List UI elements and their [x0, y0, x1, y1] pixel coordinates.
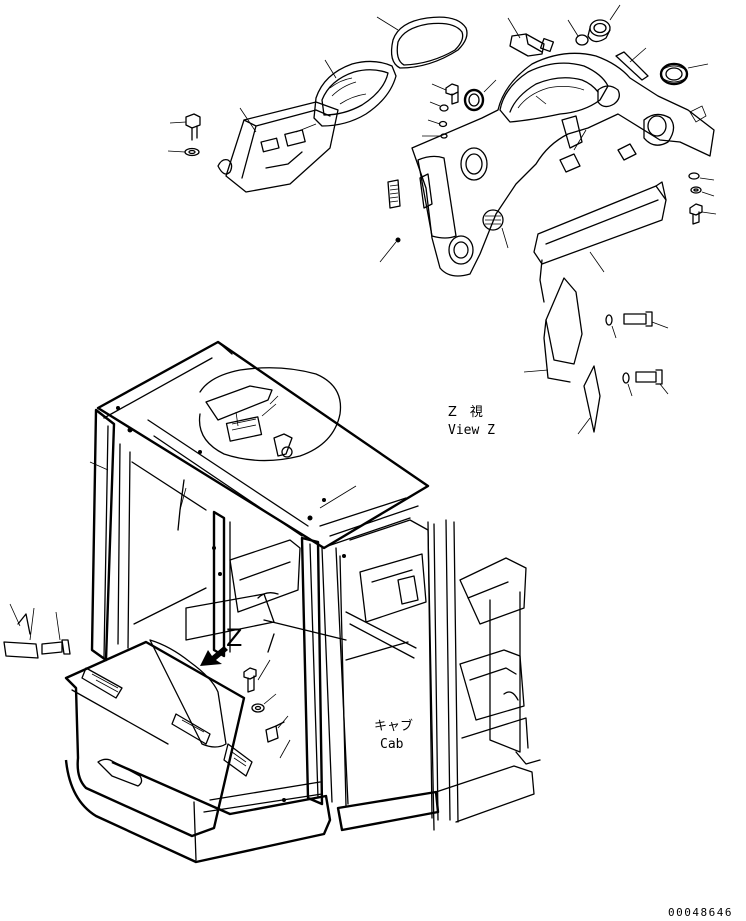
side-switch-strip: [387, 179, 401, 209]
cab-body: [64, 340, 541, 864]
lower-plate: [523, 277, 583, 383]
part-number: 00048646: [668, 906, 733, 919]
cab-label-en: Cab: [380, 737, 404, 752]
view-z-letter: Z: [226, 624, 242, 652]
roof-detail-circle: [198, 367, 342, 462]
nut-console-1: [429, 101, 449, 112]
screw-dash-left: [379, 237, 401, 263]
instrument-cluster: [313, 59, 397, 127]
washer-right-2: [690, 186, 715, 197]
speaker-grille: [482, 209, 509, 249]
washer-interior: [251, 693, 277, 713]
side-cover-panel: [533, 181, 667, 303]
bracket-left: [3, 603, 39, 659]
bolt-upper-left: [169, 113, 201, 141]
bolt-plate-2: [622, 369, 669, 397]
washer-right-1: [688, 172, 715, 181]
nut-console-2: [427, 119, 448, 128]
view-label-jp: Z 視: [448, 405, 483, 420]
switch-knob: [567, 19, 589, 46]
bolt-interior: [243, 659, 271, 693]
switch-long: [615, 47, 649, 81]
view-z-arrow: [200, 646, 228, 666]
console-vent-slot: [419, 173, 433, 209]
bolt-right: [689, 203, 717, 225]
clip-interior: [265, 715, 291, 759]
grommet-top-right: [587, 4, 621, 43]
grommet-console: [463, 79, 497, 112]
bolt-plate-1: [605, 311, 669, 339]
vertical-plate: [577, 365, 601, 435]
cab-label-jp: キャブ: [374, 718, 413, 734]
rocker-switch-pair: [559, 129, 637, 173]
bezel-ring-right: [659, 62, 709, 86]
instrument-cover: [376, 16, 468, 69]
bolt-left: [41, 611, 71, 655]
gauge-bracket: [217, 101, 339, 193]
bolt-console-1: [431, 83, 459, 105]
dashboard-console: [411, 52, 715, 277]
washer-upper-left: [167, 147, 200, 157]
connector: [507, 17, 555, 57]
view-label-en: View Z: [448, 423, 495, 438]
